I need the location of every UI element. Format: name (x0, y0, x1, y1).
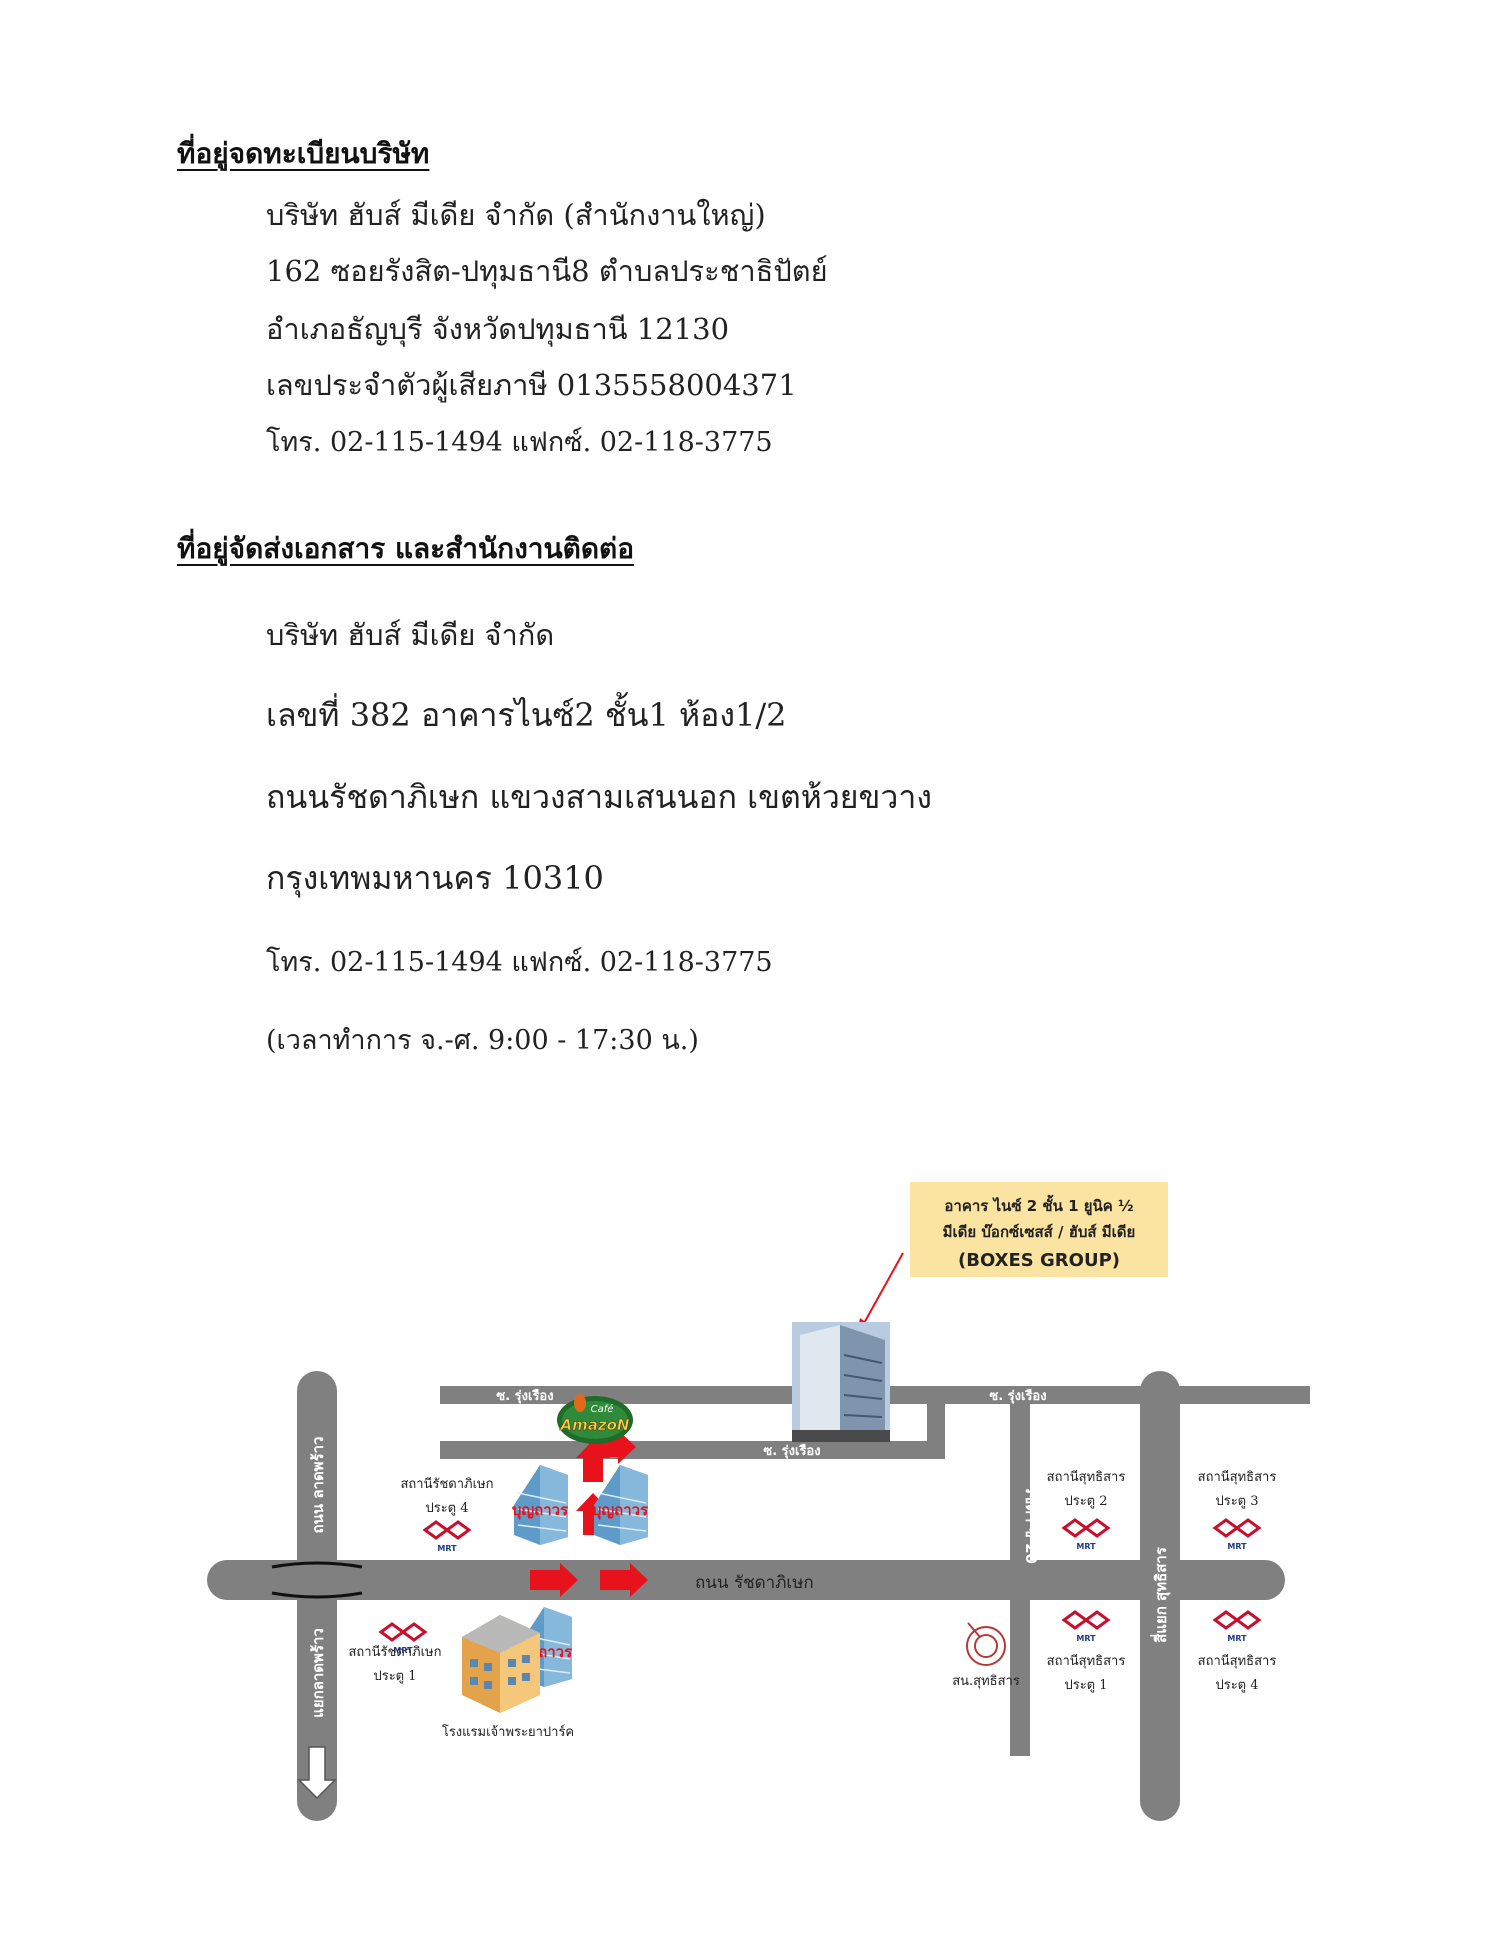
nice-2-building-icon (792, 1322, 890, 1442)
callout-box (910, 1182, 1168, 1277)
registered-line: เลขประจำตัวผู้เสียภาษี 0135558004371 (266, 368, 797, 402)
delivery-address-heading: ที่อยู่จัดส่งเอกสาร และสำนักงานติดต่อ (177, 532, 635, 565)
delivery-line: กรุงเทพมหานคร 10310 (266, 859, 604, 897)
svg-text:ประตู 1: ประตู 1 (1064, 1678, 1107, 1693)
callout-line: อาคาร ไนซ์ 2 ชั้น 1 ยูนิค ½ (944, 1194, 1133, 1216)
svg-text:ประตู 1: ประตู 1 (373, 1669, 416, 1684)
svg-text:ประตู 4: ประตู 4 (1215, 1678, 1258, 1693)
svg-text:สถานีสุทธิสาร: สถานีสุทธิสาร (1047, 1653, 1126, 1669)
police-seal-icon (966, 1622, 1006, 1666)
road-sutthisan (1140, 1371, 1180, 1821)
svg-text:ประตู 4: ประตู 4 (425, 1501, 468, 1516)
svg-text:MRT: MRT (1227, 1634, 1247, 1643)
hotel-label: โรงแรมเจ้าพระยาปาร์ค (442, 1724, 574, 1740)
delivery-line: ถนนรัชดาภิเษก แขวงสามเสนนอก เขตห้วยขวาง (266, 778, 932, 816)
mrt-station-sutthisan-3: สถานีสุทธิสาร ประตู 3 MRT (1198, 1469, 1277, 1551)
callout-line: มีเดีย บ๊อกซ์เซสส์ / ฮับส์ มีเดีย (943, 1223, 1136, 1241)
svg-text:สถานีสุทธิสาร: สถานีสุทธิสาร (1198, 1469, 1277, 1485)
mrt-station-sutthisan-2: สถานีสุทธิสาร ประตู 2 MRT (1047, 1469, 1126, 1551)
cafe-amazon-logo: Café AmazoN (557, 1394, 633, 1444)
delivery-line: เลขที่ 382 อาคารไนซ์2 ชั้น1 ห้อง1/2 (266, 696, 787, 734)
svg-text:AmazoN: AmazoN (560, 1416, 630, 1434)
mrt-logo-icon: MRT (1061, 1518, 1111, 1551)
hotel-building-icon (462, 1615, 540, 1713)
callout-pointer (862, 1252, 904, 1326)
lat-phrao-junction-label: แยกลาดพร้าว (309, 1628, 327, 1718)
svg-text:MRT: MRT (437, 1544, 457, 1553)
soi-label: ซ. รุ่งเรือง (763, 1443, 820, 1459)
road-soi-middle (440, 1441, 945, 1459)
bank-building-icon: บุญถาวร (592, 1465, 649, 1545)
delivery-line: โทร. 02-115-1494 แฟกซ์. 02-118-3775 (266, 947, 773, 978)
svg-text:Café: Café (591, 1403, 614, 1415)
route-arrow-right-icon (530, 1563, 578, 1597)
svg-text:MRT: MRT (393, 1646, 413, 1655)
svg-text:สถานีสุทธิสาร: สถานีสุทธิสาร (1198, 1653, 1277, 1669)
location-map: อาคาร ไนซ์ 2 ชั้น 1 ยูนิค ½ มีเดีย บ๊อกซ… (200, 1175, 1310, 1835)
down-arrow-icon (297, 1746, 337, 1800)
mrt-station-sutthisan-4: MRT สถานีสุทธิสาร ประตู 4 (1198, 1610, 1277, 1693)
delivery-line: (เวลาทำการ จ.-ศ. 9:00 - 17:30 น.) (266, 1025, 699, 1056)
delivery-line: บริษัท ฮับส์ มีเดีย จำกัด (266, 618, 555, 652)
svg-text:สถานีรัชดาภิเษก: สถานีรัชดาภิเษก (349, 1644, 442, 1660)
callout-line: (BOXES GROUP) (958, 1250, 1120, 1271)
svg-text:MRT: MRT (1076, 1634, 1096, 1643)
bank-building-icon: บุญถาวร (512, 1465, 569, 1545)
registered-line: อำเภอธัญบุรี จังหวัดปทุมธานี 12130 (266, 312, 730, 346)
svg-text:ประตู 3: ประตู 3 (1215, 1494, 1258, 1509)
police-label: สน.สุทธิสาร (952, 1674, 1020, 1689)
lat-phrao-label: ถนน ลาดพร้าว (309, 1437, 327, 1534)
svg-text:สถานีสุทธิสาร: สถานีสุทธิสาร (1047, 1469, 1126, 1485)
mrt-station-ratchada-4: สถานีรัชดาภิเษก ประตู 4 MRT (401, 1476, 494, 1553)
route-arrow-right-icon (600, 1563, 648, 1597)
registered-address-heading: ที่อยู่จดทะเบียนบริษัท (177, 137, 430, 170)
ratchada-20-label: รัชดา ซ 20 (1022, 1486, 1040, 1564)
svg-text:MRT: MRT (1076, 1542, 1096, 1551)
soi-label: ซ. รุ่งเรือง (989, 1388, 1046, 1404)
road-soi-connector (927, 1386, 945, 1459)
svg-text:สถานีรัชดาภิเษก: สถานีรัชดาภิเษก (401, 1476, 494, 1492)
mrt-logo-icon: MRT (1061, 1610, 1111, 1643)
svg-text:ประตู 2: ประตู 2 (1064, 1494, 1107, 1509)
svg-text:MRT: MRT (1227, 1542, 1247, 1551)
svg-text:บุญถาวร: บุญถาวร (512, 1501, 569, 1520)
mrt-station-ratchada-1: MRT สถานีรัชดาภิเษก ประตู 1 (349, 1622, 442, 1684)
mrt-logo-icon: MRT (422, 1520, 472, 1553)
main-road-label: ถนน รัชดาภิเษก (695, 1573, 814, 1593)
mrt-logo-icon: MRT (378, 1622, 428, 1655)
mrt-logo-icon: MRT (1212, 1610, 1262, 1643)
road-ratchadaphisek (207, 1560, 1285, 1600)
registered-line: บริษัท ฮับส์ มีเดีย จำกัด (สำนักงานใหญ่) (266, 198, 766, 232)
bank-building-icon: บุญถาวร (516, 1607, 573, 1687)
mrt-station-sutthisan-1: MRT สถานีสุทธิสาร ประตู 1 (1047, 1610, 1126, 1693)
registered-line: โทร. 02-115-1494 แฟกซ์. 02-118-3775 (266, 427, 773, 458)
svg-text:บุญถาวร: บุญถาวร (592, 1501, 649, 1520)
registered-line: 162 ซอยรังสิต-ปทุมธานี8 ตำบลประชาธิปัตย์ (266, 254, 828, 288)
sutthisan-junction-label: สี่แยก สุทธิสาร (1150, 1546, 1171, 1643)
mrt-logo-icon: MRT (1212, 1518, 1262, 1551)
soi-label: ซ. รุ่งเรือง (496, 1388, 553, 1404)
